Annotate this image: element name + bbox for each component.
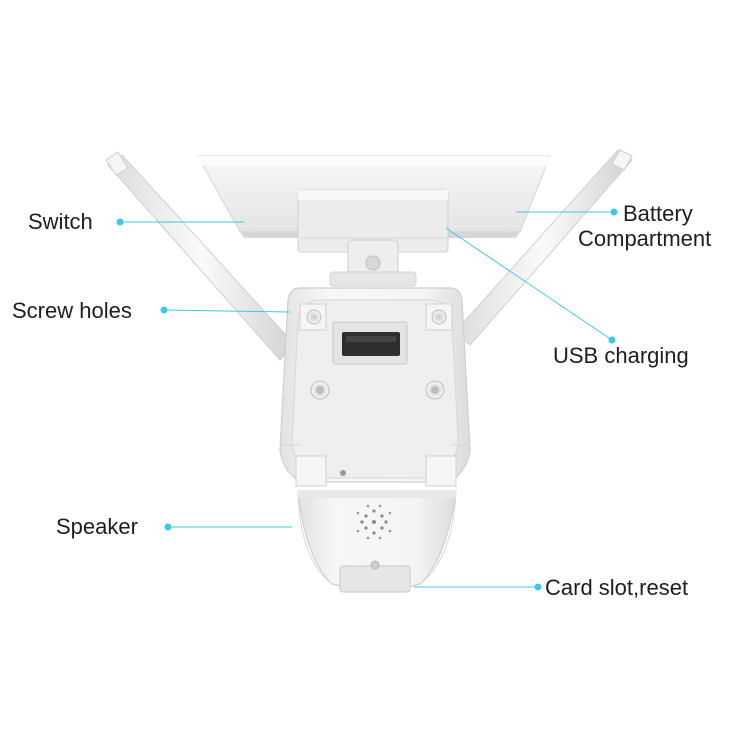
usb-leader-dot	[608, 336, 616, 344]
label-screw-holes: Screw holes	[12, 298, 132, 323]
card-slot-cover	[339, 560, 411, 593]
switch-leader-dot	[116, 218, 124, 226]
label-battery-line1: Battery	[623, 201, 693, 226]
usb-leader-line	[445, 227, 613, 341]
camera-dome	[297, 490, 457, 591]
label-switch: Switch	[28, 209, 93, 234]
screw-holes-leader-line	[163, 309, 291, 313]
mount-bracket	[329, 239, 417, 287]
speaker-leader-dot	[164, 523, 172, 531]
label-card-slot-reset: Card slot,reset	[545, 575, 689, 600]
screw-holes-leader-dot	[160, 306, 168, 314]
speaker-grille	[356, 504, 392, 540]
label-battery-compartment: Battery Compartment	[578, 201, 711, 252]
callout-lines	[116, 208, 618, 591]
label-usb-charging: USB charging	[553, 343, 689, 368]
rear-housing	[279, 287, 471, 487]
battery-compartment	[297, 189, 449, 253]
battery-leader-dot	[610, 208, 618, 216]
card-slot-leader-dot	[534, 583, 542, 591]
label-speaker: Speaker	[56, 514, 138, 539]
label-battery-line2: Compartment	[578, 226, 712, 252]
